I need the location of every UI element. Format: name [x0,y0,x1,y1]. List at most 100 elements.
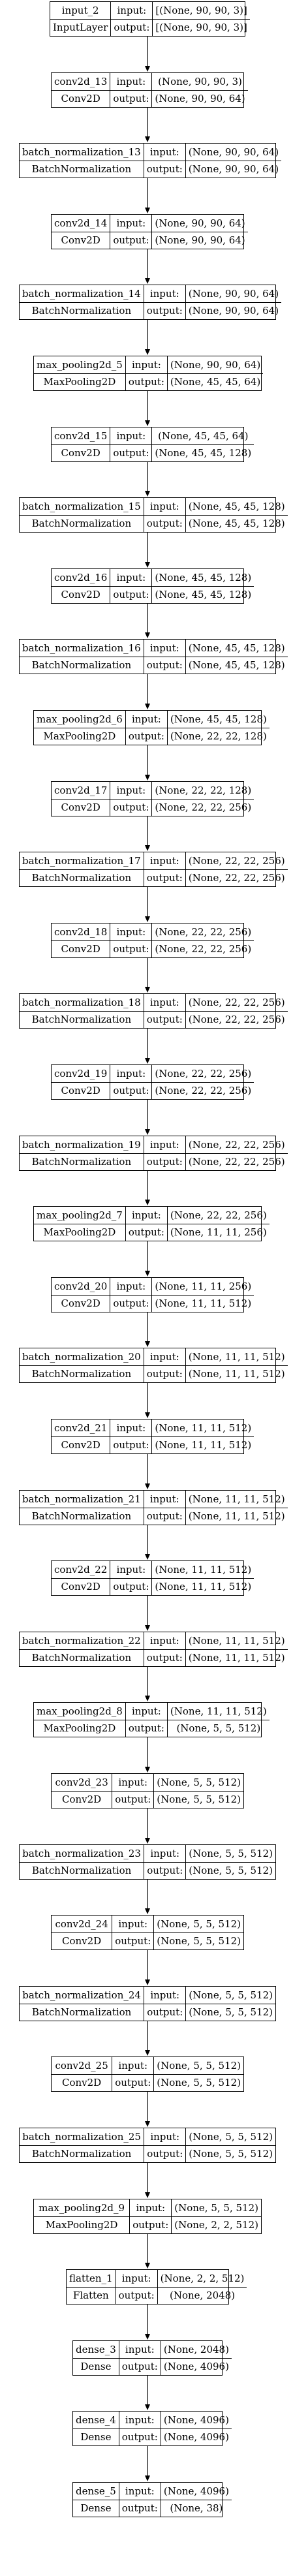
shape-values: (None, 22, 22, 256) (None, 22, 22, 256) [151,923,254,957]
arrowhead [145,1767,150,1773]
output-label: output: [112,2073,154,2092]
port-labels: input:output: [112,2057,154,2092]
output-label: output: [144,1649,185,1667]
layer-type: BatchNormalization [20,1507,144,1525]
port-labels: input:output: [118,2483,161,2517]
port-labels: input:output: [110,1420,152,1453]
input-label: input: [116,925,146,938]
input-label: input: [116,217,146,229]
layer-name: conv2d_20 [54,1280,108,1292]
shape-values: (None, 45, 45, 64)(None, 45, 45, 128) [151,427,254,461]
layer-name: batch_normalization_25 [22,2130,141,2143]
shape-values: (None, 22, 22, 256)(None, 22, 22, 256) [185,994,288,1028]
layer-name: dense_3 [76,2343,116,2355]
output-label: output: [144,514,185,533]
output-shape: (None, 22, 22, 128) [167,727,270,745]
input-label: input: [149,146,179,158]
output-label: output: [144,2145,186,2163]
shape-values: (None, 90, 90, 64)(None, 90, 90, 64) [151,215,248,249]
layer-name: flatten_1 [69,2272,113,2284]
input-shape: (None, 45, 45, 128) [188,500,285,512]
layer-name: conv2d_13 [54,75,108,87]
output-label: output: [130,2216,172,2234]
layer-name: conv2d_15 [54,429,108,442]
shape-values: (None, 11, 11, 512)(None, 11, 11, 512) [151,1561,254,1595]
input-label: input: [116,571,146,583]
port-labels: input:output: [110,427,152,461]
input-label: input: [121,2272,151,2284]
layer-name: batch_normalization_14 [22,287,141,300]
output-shape: (None, 5, 5, 512) [167,1719,270,1737]
port-labels: input: output: [143,640,185,674]
output-label: output: [144,1153,185,1171]
layer-type: BatchNormalization [20,1365,144,1383]
input-shape: (None, 90, 90, 64) [188,146,279,158]
layer-name: max_pooling2d_9 [39,2201,125,2214]
layer-name: batch_normalization_18 [22,996,141,1008]
input-shape: (None, 11, 11, 512) [188,1350,285,1363]
layer-type: Conv2D [52,1294,110,1312]
output-label: output: [125,1223,167,1241]
port-labels: input:output: [110,1561,152,1595]
input-shape: (None, 22, 22, 256) [155,925,252,938]
output-shape: (None, 5, 5, 512) [154,1790,243,1808]
output-label: output: [144,302,185,320]
arrowhead [145,562,150,568]
port-labels: input: output: [110,923,152,958]
input-shape: (None, 11, 11, 512) [170,1705,267,1717]
input-label: input: [149,642,179,654]
layer-type: BatchNormalization [20,2145,144,2163]
output-label: output: [144,869,185,887]
input-label: input: [136,2201,166,2214]
layer-name: input_2 [61,4,99,16]
input-label: input: [116,1280,146,1292]
layer-type: Flatten [67,2286,116,2304]
layer-type: Conv2D [52,1081,110,1100]
arrowhead [145,2475,150,2481]
output-label: output: [144,1507,185,1525]
layer-name: max_pooling2d_5 [37,358,123,371]
port-labels: input:output: [143,498,185,533]
output-shape: (None, 90, 90, 64) [152,231,248,249]
layer-name: conv2d_18 [54,925,108,938]
output-label: output: [110,940,152,958]
arrowhead [145,278,150,284]
input-shape: (None, 90, 90, 3) [158,75,242,87]
input-label: input: [125,2343,155,2355]
layer-type: BatchNormalization [20,869,144,887]
input-label: input: [149,1634,179,1647]
output-label: output: [125,727,167,745]
output-shape: (None, 22, 22, 256) [152,940,254,958]
port-labels: input:output: [110,1278,152,1312]
input-shape: (None, 45, 45, 128) [155,571,252,583]
input-shape: (None, 45, 45, 128) [188,642,285,654]
layer-type: Conv2D [52,2073,112,2092]
layer-type: Conv2D [52,89,110,108]
arrowhead [145,2263,150,2269]
input-label: input: [131,1209,161,1221]
output-shape: (None, 4096) [161,2428,232,2446]
input-label: input: [131,713,161,725]
output-label: output: [144,656,185,674]
input-shape: (None, 2, 2, 512) [160,2272,245,2284]
shape-values: (None, 45, 45, 128)(None, 22, 22, 128) [166,711,270,745]
layer-type: Dense [73,2357,119,2376]
output-shape: (None, 22, 22, 256) [152,798,254,816]
shape-values: (None, 5, 5, 512)(None, 5, 5, 512) [153,1916,243,1949]
input-label: input: [125,2485,155,2497]
